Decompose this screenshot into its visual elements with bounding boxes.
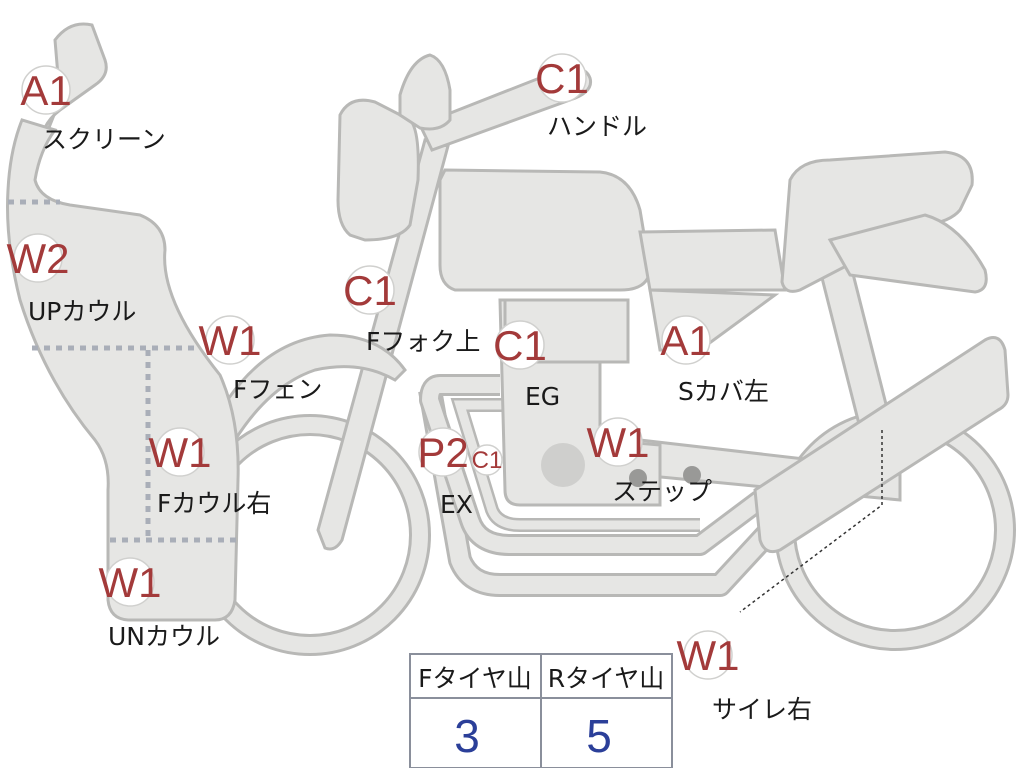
fairing bbox=[6, 118, 240, 622]
part-label: UPカウル bbox=[28, 297, 136, 326]
damage-code: C1 bbox=[472, 447, 503, 474]
marker-screen: A1 スクリーン bbox=[20, 65, 166, 154]
marker-exhaust-small: C1 bbox=[471, 444, 503, 476]
seat-rear bbox=[780, 150, 974, 293]
marker-badge bbox=[593, 417, 643, 467]
damage-code: W1 bbox=[149, 429, 212, 476]
damage-code: W1 bbox=[99, 559, 162, 606]
marker-badge bbox=[471, 444, 503, 476]
part-label: Fフェン bbox=[233, 375, 322, 404]
damage-code: A1 bbox=[660, 317, 711, 364]
part-label: Fカウル右 bbox=[157, 489, 271, 518]
marker-badge bbox=[105, 557, 155, 607]
mirror bbox=[398, 53, 452, 131]
front-tire-value: 3 bbox=[454, 710, 480, 762]
part-label: EX bbox=[440, 490, 473, 519]
marker-handlebar: C1 ハンドル bbox=[535, 53, 647, 141]
part-label: EG bbox=[525, 382, 560, 411]
part-label: サイレ右 bbox=[712, 695, 812, 724]
part-label: UNカウル bbox=[108, 622, 220, 651]
footpeg-1 bbox=[629, 469, 647, 487]
tail-cowl bbox=[827, 213, 988, 294]
motorcycle-silhouette bbox=[6, 22, 1016, 656]
damage-code: W2 bbox=[7, 235, 70, 282]
damage-code: P2 bbox=[417, 429, 468, 476]
front-tire-header: Fタイヤ山 bbox=[418, 664, 532, 693]
marker-badge bbox=[495, 320, 545, 370]
footpeg-2 bbox=[683, 466, 701, 484]
damage-code: C1 bbox=[343, 267, 397, 314]
front-fork bbox=[316, 138, 450, 551]
rear-tire-header: Rタイヤ山 bbox=[548, 664, 665, 693]
silencer-leader bbox=[739, 430, 883, 613]
fuel-tank bbox=[438, 168, 652, 292]
rear-frame bbox=[818, 260, 892, 430]
fairing-seams bbox=[8, 199, 238, 543]
engine-cover bbox=[541, 443, 585, 487]
marker-step: W1 ステップ bbox=[587, 417, 712, 506]
damage-code: W1 bbox=[677, 632, 740, 679]
marker-badge bbox=[155, 427, 205, 477]
marker-badge bbox=[661, 315, 711, 365]
front-fender bbox=[213, 333, 407, 443]
part-label: Fフォク上 bbox=[366, 327, 480, 356]
headlight bbox=[336, 98, 420, 242]
marker-badge bbox=[21, 65, 71, 115]
marker-badge bbox=[683, 630, 733, 680]
rear-tire-value: 5 bbox=[586, 710, 612, 762]
marker-badge bbox=[537, 53, 587, 103]
part-label: スクリーン bbox=[42, 125, 166, 154]
marker-badge bbox=[13, 233, 63, 283]
part-label: ステップ bbox=[612, 477, 712, 506]
part-label: Sカバ左 bbox=[678, 377, 769, 406]
marker-badge bbox=[418, 427, 468, 477]
marker-badge bbox=[345, 265, 395, 315]
seat-front bbox=[638, 228, 787, 292]
marker-silencer-r: W1 サイレ右 bbox=[677, 630, 812, 724]
damage-code: C1 bbox=[535, 55, 589, 102]
marker-badge bbox=[205, 315, 255, 365]
damage-code: W1 bbox=[587, 419, 650, 466]
damage-code: W1 bbox=[199, 317, 262, 364]
part-label: ハンドル bbox=[547, 112, 647, 141]
damage-code: A1 bbox=[20, 67, 71, 114]
tire-table: Fタイヤ山 Rタイヤ山 3 5 bbox=[409, 653, 673, 768]
damage-code: C1 bbox=[493, 322, 547, 369]
